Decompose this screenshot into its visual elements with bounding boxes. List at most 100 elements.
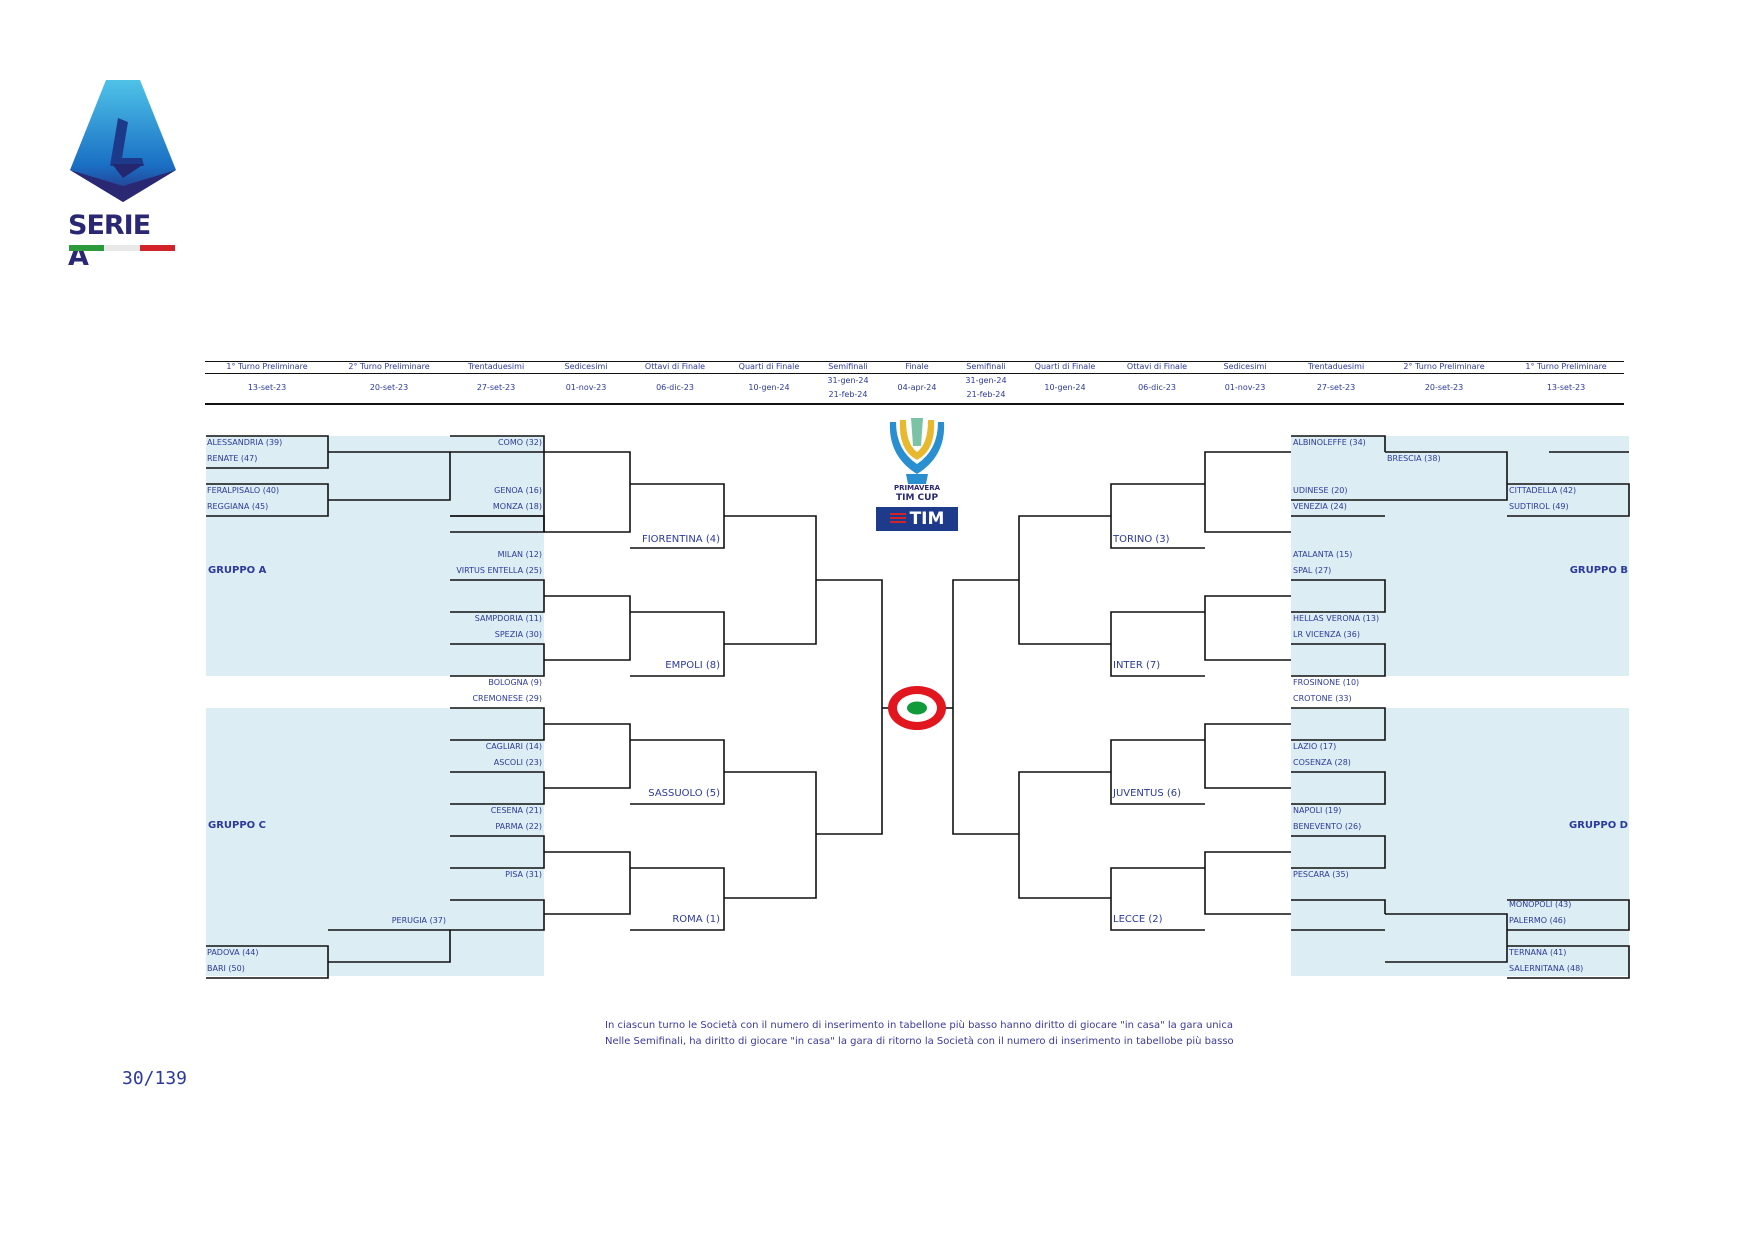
team-label: PISA (31) bbox=[505, 870, 542, 879]
round-header: Quarti di Finale bbox=[738, 362, 800, 371]
team-label: ATALANTA (15) bbox=[1293, 550, 1353, 559]
serie-a-wordmark: SERIE A bbox=[68, 210, 151, 272]
round-header: Finale bbox=[905, 362, 929, 371]
tim-icon bbox=[889, 513, 906, 525]
round-header: 2° Turno Preliminare bbox=[1403, 362, 1485, 371]
group-d-bg bbox=[1291, 708, 1629, 976]
round-date-return: 21-feb-24 bbox=[966, 390, 1006, 399]
round-date: 10-gen-24 bbox=[748, 383, 790, 392]
team-label: RENATE (47) bbox=[207, 454, 258, 463]
team-label: ROMA (1) bbox=[672, 914, 720, 925]
primavera-tim-cup-logo: PRIMAVERA TIM CUP TIM bbox=[876, 416, 958, 532]
round-date: 06-dic-23 bbox=[656, 383, 694, 392]
round-date: 20-set-23 bbox=[1424, 383, 1464, 392]
round-header: 1° Turno Preliminare bbox=[226, 362, 308, 371]
team-label: NAPOLI (19) bbox=[1293, 806, 1342, 815]
team-label: JUVENTUS (6) bbox=[1113, 788, 1182, 799]
round-date: 31-gen-24 bbox=[965, 376, 1007, 385]
team-label: LR VICENZA (36) bbox=[1293, 630, 1360, 639]
team-label: PADOVA (44) bbox=[207, 948, 259, 957]
coccarda-icon bbox=[888, 686, 946, 730]
cup-line1: PRIMAVERA bbox=[893, 484, 941, 492]
note-line-1: In ciascun turno le Società con il numer… bbox=[605, 1020, 1233, 1031]
round-header: Sedicesimi bbox=[1223, 362, 1267, 371]
team-label: LECCE (2) bbox=[1113, 914, 1163, 925]
team-label: ASCOLI (23) bbox=[493, 758, 542, 767]
tim-text: TIM bbox=[909, 509, 945, 529]
team-label: ALESSANDRIA (39) bbox=[207, 438, 283, 447]
serie-a-shield-icon bbox=[70, 80, 176, 202]
round-header: Trentaduesimi bbox=[467, 362, 525, 371]
team-label: SALERNITANA (48) bbox=[1509, 964, 1584, 973]
group-a-label: GRUPPO A bbox=[208, 565, 267, 576]
team-label: MONOPOLI (43) bbox=[1509, 900, 1572, 909]
team-label: BARI (50) bbox=[207, 964, 245, 973]
team-label: TERNANA (41) bbox=[1509, 948, 1567, 957]
round-header: 1° Turno Preliminare bbox=[1525, 362, 1607, 371]
team-label: UDINESE (20) bbox=[1293, 486, 1348, 495]
serie-a-logo: SERIE A bbox=[68, 78, 178, 272]
round-date: 01-nov-23 bbox=[1224, 383, 1266, 392]
round-date: 27-set-23 bbox=[476, 383, 516, 392]
team-label: CITTADELLA (42) bbox=[1509, 486, 1577, 495]
team-label: INTER (7) bbox=[1113, 660, 1161, 671]
round-header: Semifinali bbox=[966, 362, 1006, 371]
team-label: VIRTUS ENTELLA (25) bbox=[456, 566, 542, 575]
team-label: CESENA (21) bbox=[490, 806, 542, 815]
round-date: 20-set-23 bbox=[369, 383, 409, 392]
team-label: CREMONESE (29) bbox=[472, 694, 542, 703]
team-label: SASSUOLO (5) bbox=[648, 788, 720, 799]
note-line-2: Nelle Semifinali, ha diritto di giocare … bbox=[605, 1036, 1234, 1047]
team-label: PARMA (22) bbox=[495, 822, 542, 831]
team-label: CROTONE (33) bbox=[1293, 694, 1352, 703]
group-c-bg bbox=[206, 708, 544, 976]
team-label: GENOA (16) bbox=[494, 486, 542, 495]
team-label: SPEZIA (30) bbox=[494, 630, 542, 639]
team-label: FIORENTINA (4) bbox=[641, 534, 720, 545]
team-label: VENEZIA (24) bbox=[1293, 502, 1347, 511]
header-rule-top bbox=[205, 361, 1624, 362]
round-date-return: 21-feb-24 bbox=[828, 390, 868, 399]
team-label: ALBINOLEFFE (34) bbox=[1293, 438, 1366, 447]
page-number: 30/139 bbox=[122, 1068, 188, 1089]
team-label: SUDTIROL (49) bbox=[1509, 502, 1569, 511]
round-header: Semifinali bbox=[828, 362, 868, 371]
team-label: BENEVENTO (26) bbox=[1293, 822, 1362, 831]
round-header: Ottavi di Finale bbox=[644, 362, 706, 371]
group-b-bg bbox=[1291, 436, 1629, 676]
header-rule-bottom bbox=[205, 403, 1624, 405]
team-label: FERALPISALO (40) bbox=[207, 486, 280, 495]
round-header: Ottavi di Finale bbox=[1126, 362, 1188, 371]
cup-line2: TIM CUP bbox=[895, 493, 939, 503]
round-header: Sedicesimi bbox=[564, 362, 608, 371]
team-label: BRESCIA (38) bbox=[1387, 454, 1441, 463]
team-label: LAZIO (17) bbox=[1293, 742, 1337, 751]
round-date: 04-apr-24 bbox=[897, 383, 937, 392]
cup-trophy-icon bbox=[889, 418, 945, 484]
round-date: 10-gen-24 bbox=[1044, 383, 1086, 392]
tim-sponsor-badge: TIM bbox=[876, 507, 958, 531]
group-a-bg bbox=[206, 436, 544, 676]
team-label: SPAL (27) bbox=[1293, 566, 1332, 575]
team-label: BOLOGNA (9) bbox=[488, 678, 542, 687]
team-label: SAMPDORIA (11) bbox=[474, 614, 542, 623]
round-date: 13-set-23 bbox=[1546, 383, 1586, 392]
header-rule-mid bbox=[205, 373, 1624, 374]
team-label: PESCARA (35) bbox=[1293, 870, 1349, 879]
team-label: HELLAS VERONA (13) bbox=[1293, 614, 1380, 623]
group-b-label: GRUPPO B bbox=[1569, 565, 1628, 576]
group-d-label: GRUPPO D bbox=[1569, 820, 1628, 831]
group-c-label: GRUPPO C bbox=[208, 820, 267, 831]
team-label: REGGIANA (45) bbox=[207, 502, 269, 511]
round-header: Trentaduesimi bbox=[1307, 362, 1365, 371]
round-date: 06-dic-23 bbox=[1138, 383, 1176, 392]
round-header: 2° Turno Preliminare bbox=[348, 362, 430, 371]
round-header: Quarti di Finale bbox=[1034, 362, 1096, 371]
team-label: PALERMO (46) bbox=[1509, 916, 1567, 925]
team-label: MONZA (18) bbox=[492, 502, 542, 511]
team-label: COMO (32) bbox=[497, 438, 542, 447]
round-date: 31-gen-24 bbox=[827, 376, 869, 385]
team-label: FROSINONE (10) bbox=[1293, 678, 1360, 687]
team-label: MILAN (12) bbox=[497, 550, 542, 559]
